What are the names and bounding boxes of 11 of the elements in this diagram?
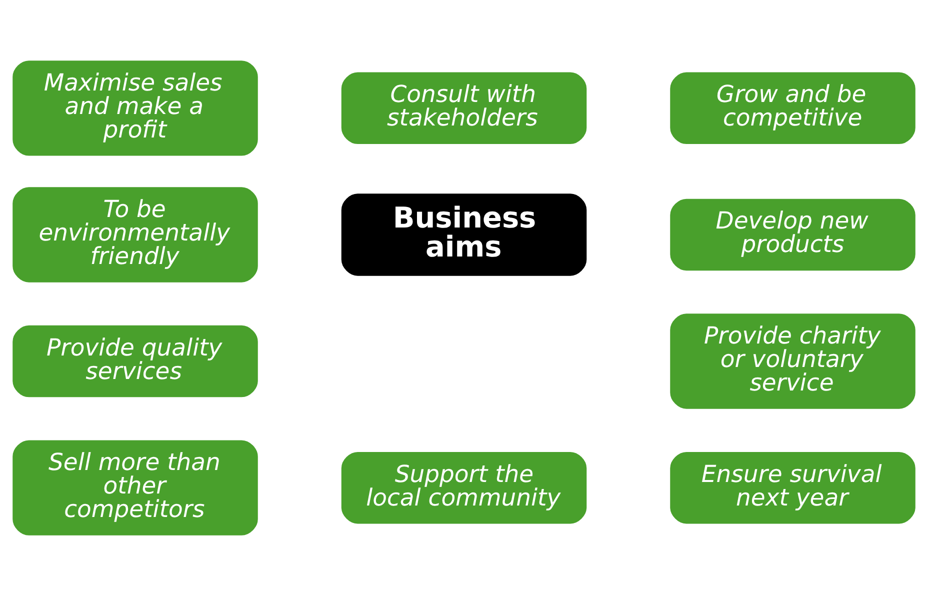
node-box: Consult with stakeholders: [341, 72, 587, 144]
node-box: Develop new products: [670, 198, 916, 271]
node-box: Ensure survival next year: [670, 452, 916, 524]
node-box: Provide quality services: [12, 325, 258, 398]
node-box: Provide charity or voluntary service: [670, 314, 916, 409]
node-box: Business aims: [341, 194, 587, 276]
node-box: Support the local community: [341, 452, 587, 524]
node-box: Maximise sales and make a profit: [12, 60, 258, 156]
node-box: Sell more than other competitors: [12, 440, 258, 536]
node-box: Grow and be competitive: [670, 72, 916, 144]
node-box: To be environmentally friendly: [12, 187, 258, 282]
